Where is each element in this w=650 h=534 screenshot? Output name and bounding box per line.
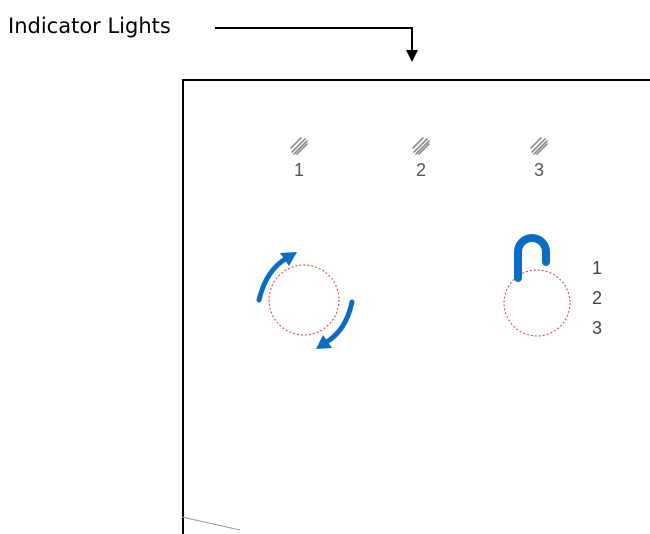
lock-position-label: 1 (592, 258, 603, 278)
device-panel (182, 79, 650, 534)
indicator-light-1: 1 (279, 135, 319, 179)
indicator-light-2: 2 (401, 135, 441, 179)
indicator-label: 3 (533, 160, 544, 180)
indicator-label: 1 (293, 160, 304, 180)
callout-label: Indicator Lights (8, 14, 171, 38)
lock-position-label: 2 (592, 288, 603, 308)
hatched-indicator-light-icon (530, 137, 548, 155)
indicator-light-3: 3 (519, 135, 559, 179)
hatched-indicator-light-icon (290, 137, 308, 155)
hatched-indicator-light-icon (412, 137, 430, 155)
indicator-label: 2 (415, 160, 426, 180)
lock-position-label: 3 (592, 318, 603, 338)
